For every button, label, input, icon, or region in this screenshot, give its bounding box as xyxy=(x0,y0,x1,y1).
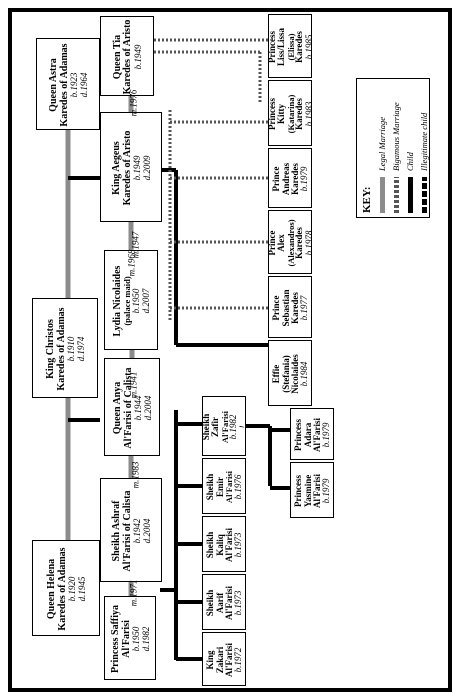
person-date: b.1972 xyxy=(233,647,244,673)
legend-title: KEY: xyxy=(361,186,373,214)
person-date: d.2007 xyxy=(140,288,151,314)
person-date: b.1973 xyxy=(233,590,244,616)
legend-row: Bigamous Marriage xyxy=(391,85,401,213)
legend-row: Child xyxy=(405,85,415,213)
legend-swatch-bigamous xyxy=(393,177,399,213)
legend-swatch-legal xyxy=(379,177,385,213)
person-name-line: Princess Saffiya xyxy=(110,604,122,674)
person-date: d.2004 xyxy=(142,395,153,421)
person-date: d.1964 xyxy=(78,72,89,98)
legend-swatch-illegitimate xyxy=(421,177,427,213)
person-name-line: Queen Astra xyxy=(48,58,60,112)
person-date: d.2009 xyxy=(141,155,152,181)
person-date: b.1977 xyxy=(299,295,310,321)
person-date: b.1973 xyxy=(233,532,244,558)
person-name-line: Queen Anya xyxy=(112,381,124,435)
legend-label: Child xyxy=(405,152,415,171)
marriage-label-m1983: m.1983 xyxy=(130,461,141,489)
person-note: ! xyxy=(237,425,248,429)
person-date: d.1974 xyxy=(75,336,86,362)
person-name-line: Sheikh Ashraf xyxy=(111,500,123,562)
person-date: d.2004 xyxy=(141,518,152,544)
person-date: b.1979 xyxy=(321,478,332,504)
person-date: b.1976 xyxy=(233,474,244,500)
person-name-line: King Aegeus xyxy=(111,141,123,195)
marriage-label-m1941: m.1941 xyxy=(128,371,139,399)
marriage-label-m1968: m.1968 xyxy=(126,249,137,277)
person-date: b.1978 xyxy=(303,230,314,256)
legend-label: Bigamous Marriage xyxy=(391,102,401,171)
person-date: b.1983 xyxy=(303,101,314,127)
person-date: b.1985 xyxy=(303,34,314,60)
person-name-line: Queen Helena xyxy=(46,558,58,620)
person-date: b.1979 xyxy=(321,422,332,448)
person-date: b.1949 xyxy=(132,44,143,70)
legend-swatch-child xyxy=(407,177,413,213)
person-date: b.1984 xyxy=(299,361,310,387)
person-date: d.1945 xyxy=(76,576,87,602)
legend-row: Illegitimate child xyxy=(419,85,429,213)
legend-row: Legal Marriage xyxy=(377,85,387,213)
person-date: b.1979 xyxy=(299,166,310,192)
person-date: d.1982 xyxy=(140,626,151,652)
person-name-line: King Christos xyxy=(45,319,57,379)
chart-frame xyxy=(8,8,452,692)
marriage-label-m1971: m.1971 xyxy=(128,579,139,607)
marriage-label-m1976: m.1976 xyxy=(128,89,139,117)
legend-label: Illegitimate child xyxy=(419,112,429,171)
legend-label: Legal Marriage xyxy=(377,116,387,171)
